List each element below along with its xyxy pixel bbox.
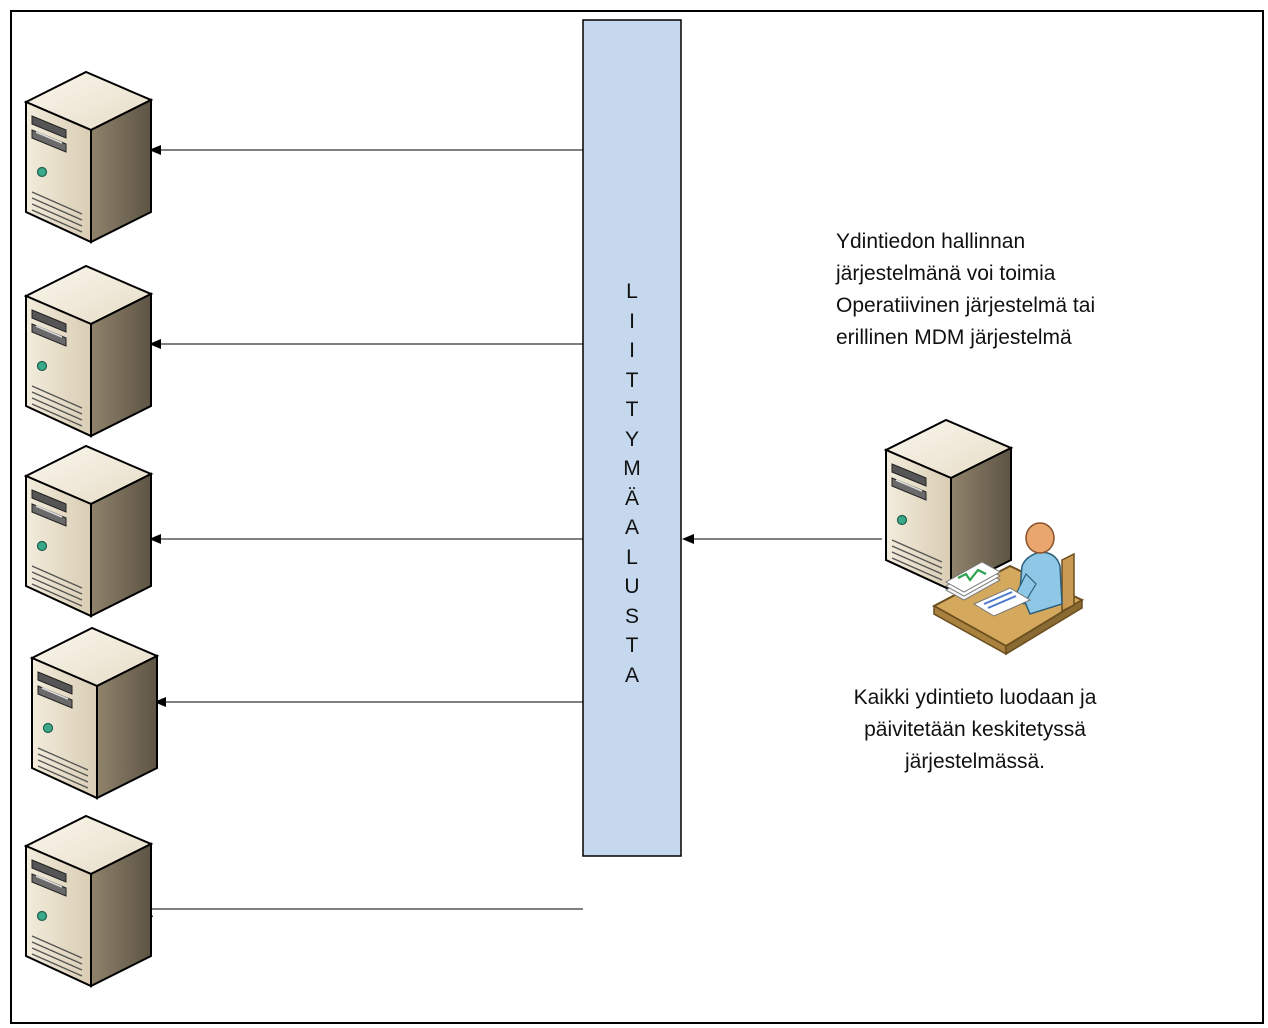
platform-letter: I [629,309,635,333]
platform-letter: T [625,398,639,421]
person-at-desk-icon [931,522,1085,656]
platform-letter: I [629,339,635,362]
note-line: Operatiivinen järjestelmä tai [836,294,1096,317]
server-icon [885,419,1012,591]
server-icon [25,71,152,243]
platform-letter: A [624,516,639,539]
platform-letter: Y [624,427,639,451]
server-icon [31,627,158,799]
master-system-note: Ydintiedon hallinnan järjestelmänä voi t… [836,226,1236,354]
platform-letter: T [625,634,639,657]
platform-letter: T [625,368,639,392]
note-line: erillinen MDM järjestelmä [836,326,1072,349]
central-creation-note: Kaikki ydintieto luodaan ja päivitetään … [810,682,1140,778]
server-icon [25,815,152,987]
platform-letter: S [624,604,639,628]
platform-letter: Ä [624,486,639,510]
note-line: päivitetään keskitetyssä [864,718,1086,741]
server-icon [25,265,152,437]
platform-letter: L [626,280,638,303]
server-icon [25,445,152,617]
platform-letter: U [624,575,640,598]
platform-letter: M [623,457,641,480]
platform-letter: L [626,545,638,569]
note-line: järjestelmänä voi toimia [836,262,1056,285]
note-line: Kaikki ydintieto luodaan ja [853,686,1097,709]
note-line: Ydintiedon hallinnan [836,230,1026,253]
integration-platform-bar [582,19,682,857]
note-line: järjestelmässä. [904,750,1046,773]
platform-label: L I I T T Y M Ä A L U S T A [583,277,681,690]
platform-letter: A [624,663,639,687]
